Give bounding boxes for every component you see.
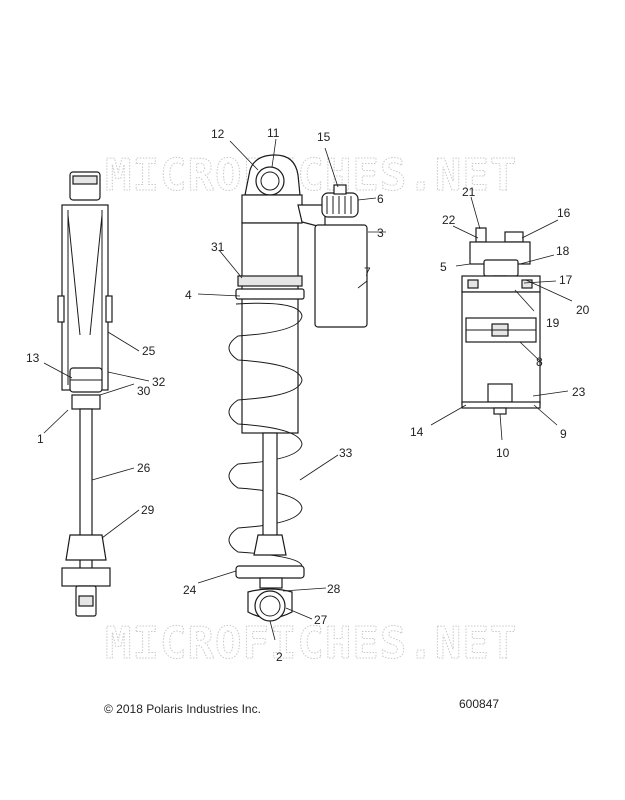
callout-18: 18 [556,244,570,258]
callout-4: 4 [185,288,192,302]
callout-10: 10 [496,446,510,460]
callout-33: 33 [339,446,353,460]
callout-32: 32 [152,375,166,389]
callout-11: 11 [267,126,280,140]
center-shock-assembly [228,154,368,622]
callout-8: 8 [536,355,543,369]
callout-labels: 1 2 3 4 5 6 7 8 9 10 11 12 13 14 15 16 1… [26,126,590,664]
callout-29: 29 [141,503,155,517]
callout-24: 24 [183,583,197,597]
callout-6: 6 [377,192,384,206]
callout-31: 31 [211,240,225,254]
callout-23: 23 [572,385,586,399]
copyright-text: © 2018 Polaris Industries Inc. [104,702,261,716]
callout-13: 13 [26,351,40,365]
callout-22: 22 [442,213,456,227]
leader-lines [43,138,573,641]
callout-30: 30 [137,384,151,398]
callout-21: 21 [462,185,476,199]
callout-27: 27 [314,613,328,627]
left-shock-section [57,171,113,617]
callout-17: 17 [559,273,573,287]
callout-9: 9 [560,427,567,441]
callout-15: 15 [317,130,331,144]
callout-25: 25 [142,344,156,358]
callout-7: 7 [364,265,371,279]
callout-5: 5 [440,260,447,274]
watermark-top: MICROFICHES.NET [105,150,517,201]
callout-14: 14 [410,425,424,439]
callout-12: 12 [211,127,225,141]
callout-28: 28 [327,582,341,596]
watermark-bottom: MICROFICHES.NET [105,618,517,669]
callout-26: 26 [137,461,151,475]
callout-3: 3 [377,226,384,240]
callout-20: 20 [576,303,590,317]
callout-16: 16 [557,206,571,220]
diagram-number: 600847 [459,697,499,711]
callout-2: 2 [276,650,283,664]
right-reservoir-section [461,227,541,415]
callout-1: 1 [37,432,44,446]
callout-19: 19 [546,316,560,330]
